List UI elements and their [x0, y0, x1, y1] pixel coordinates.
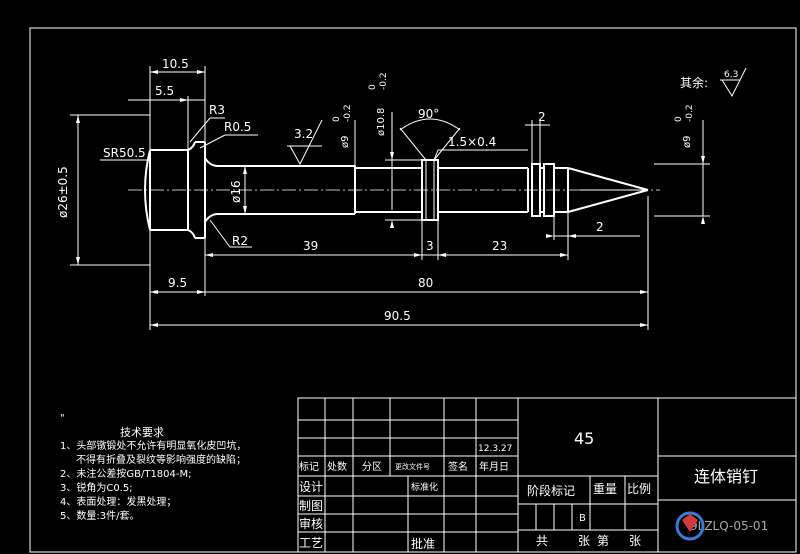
- pin-head: [144, 141, 206, 239]
- stage-value: B: [579, 513, 586, 524]
- dim-5-5: 5.5: [155, 84, 174, 98]
- total-label: 共: [536, 534, 548, 548]
- dim-dia10-8-tol: 0: [368, 84, 378, 90]
- sheet-label: 张: [578, 534, 590, 548]
- scale-label: 比例: [627, 482, 651, 496]
- title-block-text: 45 12.3.27 标记 处数 分区 更改文件号 签名 年月日 设计 制图 审…: [299, 429, 768, 551]
- dim-2-right: 2: [596, 220, 604, 234]
- role-draw: 制图: [299, 499, 323, 513]
- dim-dia9-left-tol: 0: [332, 116, 342, 122]
- rest-roughness-label: 其余:: [680, 75, 708, 90]
- sheet2-label: 张: [629, 534, 641, 548]
- dim-r2: R2: [232, 234, 248, 248]
- dim-23: 23: [492, 239, 507, 253]
- dim-dia9-right-tol-lo: -0.2: [685, 104, 695, 122]
- hdr-sign: 签名: [448, 460, 468, 473]
- dim-dia9-right-tol: 0: [674, 116, 684, 122]
- tech-item-1: 1、头部镦锻处不允许有明显氧化皮凹坑，: [60, 441, 247, 452]
- dim-r0-5: R0.5: [224, 120, 251, 134]
- dimension-lines: [70, 66, 747, 330]
- pin-tip: [527, 163, 649, 217]
- dim-angle-90: 90°: [418, 107, 439, 121]
- tech-item-1b: 不得有折叠及裂纹等影响强度的缺陷；: [76, 455, 246, 466]
- dim-dia10-8-tol-lo: -0.2: [379, 72, 389, 90]
- roughness-3-2: 3.2: [294, 127, 313, 141]
- std-label: 标准化: [411, 481, 438, 493]
- tech-heading: 技术要求: [120, 426, 164, 439]
- title-block: [297, 397, 797, 553]
- pin-collar: [421, 159, 528, 221]
- dim-9-5: 9.5: [168, 276, 187, 290]
- date: 12.3.27: [478, 444, 512, 454]
- dimension-arrows: [76, 70, 705, 327]
- of-label: 第: [597, 534, 609, 548]
- tech-mark: ": [60, 413, 65, 424]
- dim-chamfer: 1.5×0.4: [448, 135, 496, 149]
- drawing-number: 9LZLQ-05-01: [690, 519, 768, 533]
- dim-90-5: 90.5: [384, 309, 411, 323]
- role-design: 设计: [299, 480, 323, 494]
- tech-item-3: 3、锐角为C0.5;: [60, 483, 133, 494]
- role-review: 审核: [299, 516, 323, 531]
- approve-label: 批准: [411, 536, 435, 551]
- dim-sr50-5: SR50.5: [103, 146, 146, 160]
- dim-3: 3: [426, 239, 434, 253]
- tech-item-4: 4、表面处理：发黑处理；: [60, 497, 177, 508]
- dim-39: 39: [303, 239, 318, 253]
- dim-dia9-left: ø9: [340, 136, 351, 148]
- dim-r3: R3: [209, 103, 225, 117]
- tech-item-5: 5、数量:3件/套。: [60, 511, 140, 522]
- rest-roughness-value: 6.3: [724, 70, 738, 80]
- dim-dia26: ø26±0.5: [56, 166, 70, 218]
- dim-80: 80: [418, 276, 433, 290]
- hdr-change: 更改文件号: [395, 462, 430, 471]
- dim-dia9-left-tol-lo: -0.2: [343, 104, 353, 122]
- dim-dia10-8: ø10.8: [376, 108, 387, 136]
- dim-10-5: 10.5: [162, 57, 189, 71]
- dimension-labels: 10.5 5.5 R3 R0.5 SR50.5 ø26±0.5 ø16 R2 3…: [56, 57, 738, 323]
- tech-item-2: 2、未注公差按GB/T1804-M;: [60, 469, 192, 480]
- weight-label: 重量: [593, 482, 617, 496]
- dim-dia16: ø16: [229, 180, 243, 203]
- material: 45: [574, 429, 594, 448]
- hdr-date: 年月日: [479, 460, 509, 473]
- hdr-count: 处数: [327, 460, 347, 473]
- stage-label: 阶段标记: [527, 483, 575, 498]
- role-process: 工艺: [299, 536, 323, 550]
- company-logo: [675, 511, 705, 541]
- dim-2-top: 2: [538, 110, 546, 124]
- part-name: 连体销钉: [694, 467, 758, 486]
- technical-requirements: " 技术要求 1、头部镦锻处不允许有明显氧化皮凹坑， 不得有折叠及裂纹等影响强度…: [60, 412, 300, 524]
- dim-dia9-right: ø9: [682, 136, 693, 148]
- hdr-zone: 分区: [362, 461, 382, 473]
- hdr-mark: 标记: [299, 461, 319, 473]
